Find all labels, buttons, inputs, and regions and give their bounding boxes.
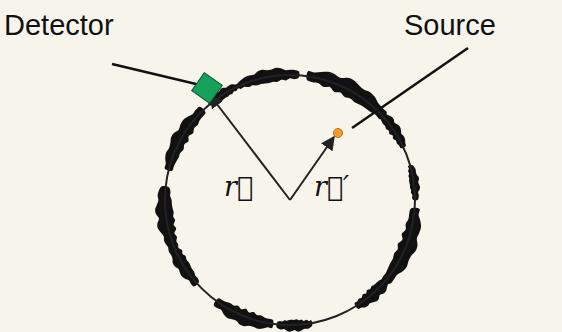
source-label: Source	[404, 10, 496, 42]
source-dot	[334, 129, 343, 138]
leader-line	[112, 64, 196, 84]
vector-label: r⃗′	[314, 172, 349, 202]
detector-label: Detector	[4, 10, 114, 42]
absorber-blob	[214, 298, 274, 329]
absorber-blob	[238, 68, 299, 89]
leader-line	[352, 48, 468, 128]
vector-label: r⃗	[224, 172, 253, 202]
absorber-blob	[383, 208, 421, 284]
ring-outline	[165, 75, 415, 325]
detector-symbol	[192, 73, 223, 104]
